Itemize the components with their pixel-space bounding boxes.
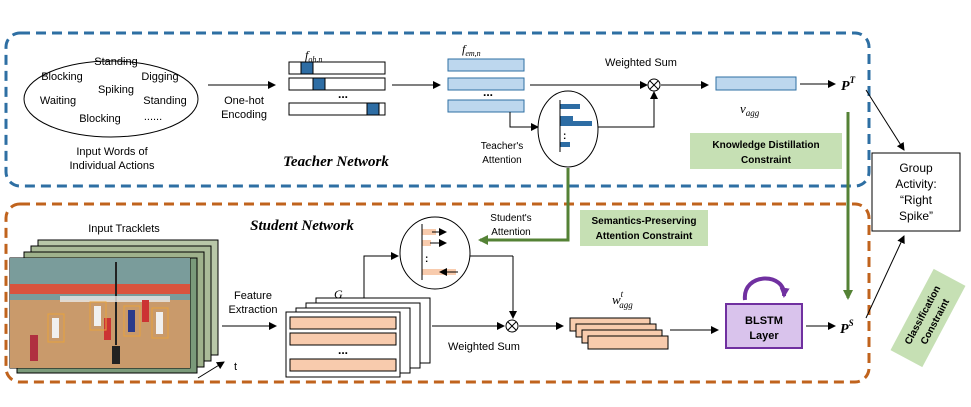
- arrow-ps-to-output: [865, 235, 905, 319]
- onehot-label-line1: One-hot: [224, 95, 264, 107]
- student-weighted-sum-label: Weighted Sum: [448, 341, 520, 353]
- knowledge-distillation-line2: Constraint: [741, 155, 792, 166]
- group-activity-line1: Group: [899, 161, 933, 175]
- student-weighted-sum-node: [505, 319, 519, 333]
- input-tracklets-label: Input Tracklets: [88, 223, 160, 235]
- word-1: Standing: [94, 56, 137, 68]
- v-agg-vector: [715, 76, 797, 91]
- teacher-attention-bars: [559, 100, 592, 152]
- onehot-vectors: [288, 61, 386, 116]
- semantics-preserving-line2: Attention Constraint: [596, 231, 693, 242]
- group-activity-line2: Activity:: [895, 177, 936, 191]
- blstm-label-line2: Layer: [749, 330, 779, 342]
- group-activity-line4: Spike”: [899, 209, 933, 223]
- student-network-title: Student Network: [250, 218, 354, 234]
- word-2: Blocking: [41, 71, 83, 83]
- feature-extraction-line1: Feature: [234, 290, 272, 302]
- student-attention-label-line1: Student's: [490, 213, 531, 224]
- teacher-attention-circle: [537, 90, 599, 168]
- time-axis-label: t: [234, 361, 237, 373]
- group-activity-box: [871, 152, 961, 232]
- group-activity-line3: “Right: [900, 193, 933, 207]
- p-s-label: PS: [840, 318, 854, 337]
- student-attention-dots: :: [425, 254, 428, 265]
- teacher-network-title: Teacher Network: [283, 154, 389, 170]
- arrow-pt-to-output: [865, 89, 905, 151]
- semantics-preserving-line1: Semantics-Preserving: [591, 216, 696, 227]
- embed-dots: ...: [483, 85, 493, 99]
- embedding-vectors: [447, 58, 525, 113]
- word-7: Blocking: [79, 113, 121, 125]
- words-caption-line1: Input Words of: [76, 146, 148, 158]
- w-agg-stack: [569, 317, 669, 350]
- time-axis-arrow: [197, 361, 225, 379]
- arrow-features-to-student-attention: [363, 252, 399, 298]
- semantics-preserving-box: [580, 210, 708, 246]
- teacher-attention-dots: :: [563, 131, 566, 142]
- student-attention-bars: [421, 224, 458, 280]
- f-em-label: fem,n: [462, 42, 481, 58]
- arrow-teacher-attention-to-sum: [598, 91, 658, 128]
- teacher-weighted-sum-node: [647, 78, 661, 92]
- input-words-ellipse: [23, 60, 199, 138]
- teacher-attention-label-line1: Teacher's: [481, 141, 524, 152]
- student-network-frame: [4, 202, 871, 384]
- feature-extraction-line2: Extraction: [229, 304, 278, 316]
- teacher-network-frame: [4, 31, 871, 188]
- arrow-embed-to-teacher-attention: [509, 112, 539, 131]
- word-6: Standing: [143, 95, 186, 107]
- knowledge-distillation-box: [690, 133, 842, 169]
- blstm-layer-box: [725, 303, 803, 349]
- onehot-label-line2: Encoding: [221, 109, 267, 121]
- word-8: ......: [144, 111, 162, 123]
- word-3: Digging: [141, 71, 178, 83]
- word-4: Spiking: [98, 84, 134, 96]
- f-oh-label: foh,n: [305, 48, 322, 64]
- blstm-recurrent-arrow: [742, 276, 790, 301]
- classification-constraint-box: Classification Constraint: [890, 268, 966, 368]
- student-attention-label-line2: Attention: [491, 227, 530, 238]
- student-feature-dots: ...: [338, 343, 348, 357]
- teacher-attention-label-line2: Attention: [482, 155, 521, 166]
- knowledge-distillation-line1: Knowledge Distillation: [712, 140, 819, 151]
- g-label: G: [334, 287, 343, 301]
- p-t-label: PT: [841, 75, 856, 94]
- words-caption-line2: Individual Actions: [70, 160, 155, 172]
- v-agg-label: vagg: [740, 101, 760, 118]
- student-attention-circle: [399, 216, 471, 290]
- input-tracklet-frames: [9, 239, 219, 374]
- word-5: Waiting: [40, 95, 76, 107]
- onehot-dots: ...: [338, 87, 348, 101]
- teacher-weighted-sum-label: Weighted Sum: [605, 57, 677, 69]
- blstm-label-line1: BLSTM: [745, 315, 783, 327]
- student-feature-stack: [285, 297, 431, 378]
- semantics-constraint-arrow: [478, 168, 570, 245]
